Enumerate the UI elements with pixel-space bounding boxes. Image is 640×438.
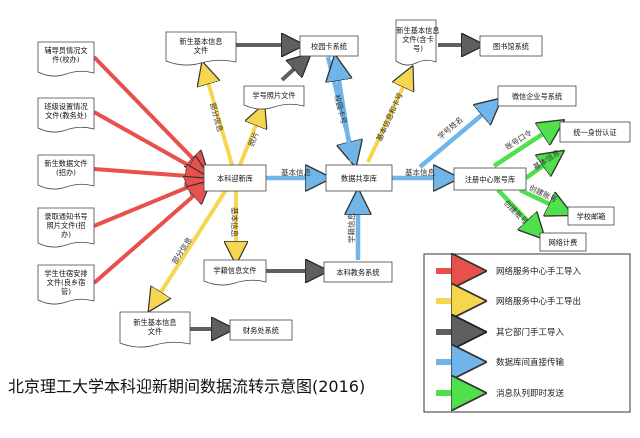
- arrow-gongxiang-to-xsjbxx-card: [366, 72, 410, 163]
- flow-arrows: [92, 45, 566, 329]
- node-xsjbxx-top-line1: 新生基本信息: [179, 37, 222, 46]
- node-zhuce: 注册中心账号库: [453, 167, 527, 191]
- node-xsjbxx-card-line3: 号): [413, 44, 423, 53]
- node-jiaowu: 本科教务系统: [323, 261, 393, 283]
- edge-label-gx-info-card: 基本信息和卡号: [374, 91, 405, 143]
- edge-label-yx-photo: 照片: [246, 130, 261, 148]
- legend-label-blue: 数据库间直接传输: [496, 357, 565, 368]
- node-weixin-label: 微信企业号系统: [512, 92, 562, 101]
- arrow-yingxin-to-xsjbxx-top: [204, 68, 234, 166]
- node-luqu-doc: 录取通知书号 照片文件(招 办): [37, 207, 95, 248]
- node-fudao-doc: 辅导员情况文 件(校办): [37, 41, 95, 77]
- node-xueji-line1: 学籍信息文件: [213, 266, 256, 275]
- node-zhusu-line2: 文件(良乡宿: [47, 278, 86, 287]
- edge-label-gx-zc: 基本信息: [405, 167, 435, 177]
- node-xuehao-photo-doc: 学号照片文件: [243, 85, 305, 110]
- node-luqu-line3: 办): [61, 230, 71, 239]
- node-tongyi-label: 统一身份认证: [573, 128, 616, 137]
- arrow-fudao-to-yingxin: [92, 55, 204, 170]
- node-xsjbxx-bottom-line2: 文件: [148, 327, 162, 336]
- node-xueji-doc: 学籍信息文件: [203, 259, 267, 286]
- node-xiaoyuanka-label: 校园卡系统: [311, 42, 347, 51]
- edge-label-zc-jifei: 创建账号: [502, 198, 530, 227]
- edge-label-yx-xueji: 基本信息: [230, 207, 240, 237]
- diagram-nodes: 辅导员情况文 件(校办) 班级设置情况 文件(教务处) 新生数据文件 (招办) …: [37, 19, 631, 348]
- node-xuehao-photo-line1: 学号照片文件: [252, 91, 295, 100]
- legend-label-red: 网络服务中心手工导入: [496, 266, 582, 277]
- arrow-photo-to-card: [280, 58, 306, 82]
- node-jifei: 网络计费: [539, 232, 587, 252]
- node-xiaoyuanka: 校园卡系统: [299, 35, 359, 57]
- node-luqu-line1: 录取通知书号: [44, 212, 87, 221]
- edge-label-jw-gx: 学籍信息: [346, 213, 356, 243]
- legend-label-yellow: 网络服务中心手工导出: [496, 296, 581, 307]
- node-zhusu-line1: 学生住宿安排: [44, 269, 87, 278]
- node-luqu-line2: 照片文件(招: [47, 221, 86, 230]
- node-zhusu-doc: 学生住宿安排 文件(良乡宿 管): [37, 264, 95, 305]
- edge-label-zc-weixin: 学号姓名: [435, 114, 464, 141]
- node-xsjbxx-bottom-line1: 新生基本信息: [133, 318, 176, 327]
- legend-item-green: 消息队列即时发送: [436, 388, 565, 399]
- legend-label-green: 消息队列即时发送: [496, 388, 565, 399]
- node-gongxiang: 数据共享库: [325, 164, 393, 192]
- node-yingxin-label: 本科迎新库: [217, 174, 253, 183]
- node-caiwu-label: 财务处系统: [243, 326, 279, 335]
- edge-label-yx-xs: 部分信息: [208, 101, 226, 133]
- node-xsjbxx-card-doc: 新生基本信息 文件(含卡 号): [395, 19, 440, 66]
- node-jiaowu-label: 本科教务系统: [336, 268, 379, 277]
- node-tushuguan: 图书馆系统: [479, 35, 543, 57]
- legend-item-gray: 其它部门手工导入: [436, 327, 565, 338]
- legend-item-yellow: 网络服务中心手工导出: [436, 296, 581, 307]
- node-xinsheng-doc: 新生数据文件 (招办): [37, 154, 95, 190]
- node-banji-line2: 文件(教务处): [45, 111, 87, 120]
- node-banji-line1: 班级设置情况: [44, 102, 87, 111]
- node-xinsheng-line1: 新生数据文件: [44, 159, 87, 168]
- node-xsjbxx-bottom-doc: 新生基本信息 文件: [119, 311, 191, 348]
- edge-label-gx-card: 校园卡号: [332, 94, 349, 126]
- node-xsjbxx-top-line2: 文件: [194, 46, 208, 55]
- arrow-zhuce-to-weixin: [418, 103, 496, 169]
- node-caiwu: 财务处系统: [229, 319, 293, 341]
- node-xsjbxx-card-line1: 新生基本信息: [396, 26, 439, 35]
- node-xinsheng-line2: (招办): [56, 168, 76, 177]
- arrow-zhuce-to-youxiang: [519, 187, 566, 212]
- diagram-title: 北京理工大学本科迎新期间数据流转示意图(2016): [8, 377, 365, 396]
- legend-label-gray: 其它部门手工导入: [496, 327, 565, 338]
- node-xsjbxx-card-line2: 文件(含卡: [402, 35, 434, 44]
- arrow-gongxiang-to-card: [336, 62, 355, 163]
- arrow-zhuce-to-jifei: [496, 188, 540, 234]
- arrow-xinsheng-to-yingxin: [93, 169, 202, 177]
- legend-item-blue: 数据库间直接传输: [436, 357, 565, 368]
- node-youxiang: 学校邮箱: [567, 206, 615, 226]
- node-fudao-line1: 辅导员情况文: [44, 46, 87, 55]
- edge-label-zc-tongyi2: 基本信息: [531, 147, 562, 172]
- arrow-zhusu-to-yingxin: [92, 185, 206, 285]
- node-zhuce-label: 注册中心账号库: [465, 175, 515, 184]
- node-yingxin: 本科迎新库: [203, 164, 267, 192]
- arrow-banji-to-yingxin: [93, 110, 204, 174]
- node-gongxiang-label: 数据共享库: [341, 174, 377, 183]
- node-jifei-label: 网络计费: [549, 238, 578, 247]
- arrow-zhuce-to-tongyi-1: [492, 124, 558, 168]
- node-weixin: 微信企业号系统: [497, 85, 577, 107]
- node-youxiang-label: 学校邮箱: [577, 212, 606, 221]
- node-xsjbxx-top-doc: 新生基本信息 文件: [165, 31, 237, 66]
- node-banji-doc: 班级设置情况 文件(教务处): [37, 97, 95, 133]
- legend: 网络服务中心手工导入 网络服务中心手工导出 其它部门手工导入 数据库间直接传输 …: [423, 254, 631, 413]
- arrow-yingxin-to-xsjbxx-bottom: [152, 188, 228, 306]
- node-zhusu-line3: 管): [61, 287, 71, 296]
- edge-label-yx-gx: 基本信息: [281, 167, 311, 177]
- node-fudao-line2: 件(校办): [52, 55, 79, 64]
- arrow-yingxin-to-photo: [238, 110, 262, 166]
- legend-item-red: 网络服务中心手工导入: [436, 266, 582, 277]
- node-tongyi: 统一身份认证: [559, 121, 631, 143]
- arrow-luqu-to-yingxin: [93, 181, 203, 228]
- node-tushuguan-label: 图书馆系统: [493, 42, 529, 51]
- arrow-zhuce-to-tongyi-2: [524, 155, 558, 180]
